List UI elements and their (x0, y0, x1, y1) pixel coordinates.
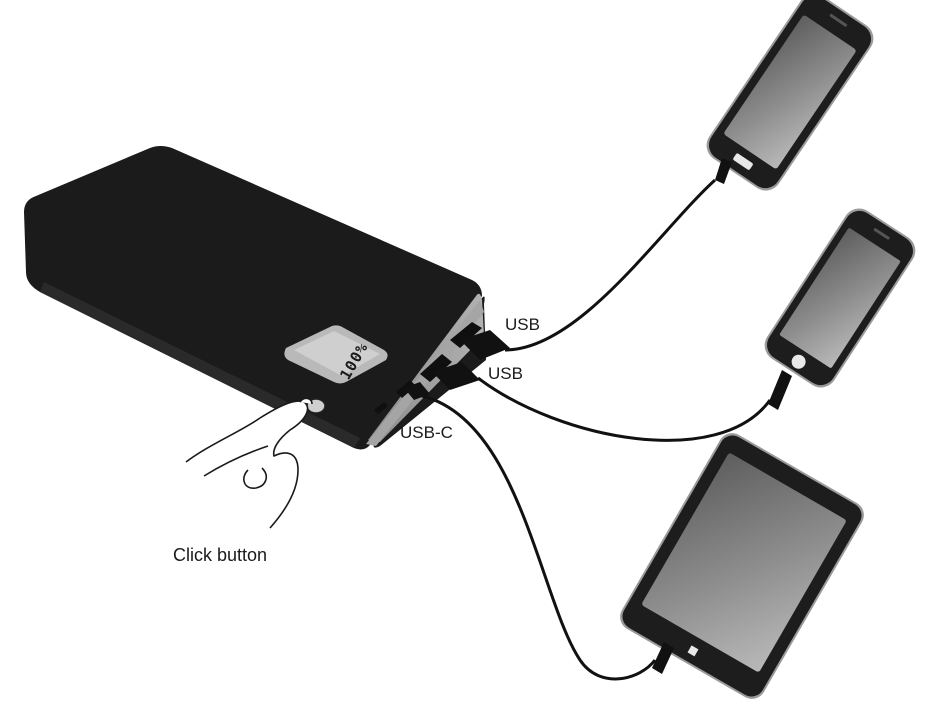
smartphone-icon (706, 0, 874, 191)
battery-display (284, 325, 388, 384)
smartphone-icon (764, 208, 916, 410)
usb-port-top (450, 322, 482, 348)
usb-port-label: USB (488, 364, 523, 383)
power-bank-icon (24, 146, 486, 450)
click-button-label: Click button (173, 545, 268, 565)
cable-middle (477, 376, 772, 442)
usb-port-label: USB (505, 315, 540, 334)
cable-top (504, 178, 717, 352)
hand-icon (185, 397, 313, 529)
cable-usb-c (421, 394, 657, 681)
usb-c-port-label: USB-C (400, 423, 453, 442)
smartphone-icon (620, 433, 864, 699)
usb-port-bottom (420, 354, 452, 382)
micro-port (374, 402, 388, 414)
